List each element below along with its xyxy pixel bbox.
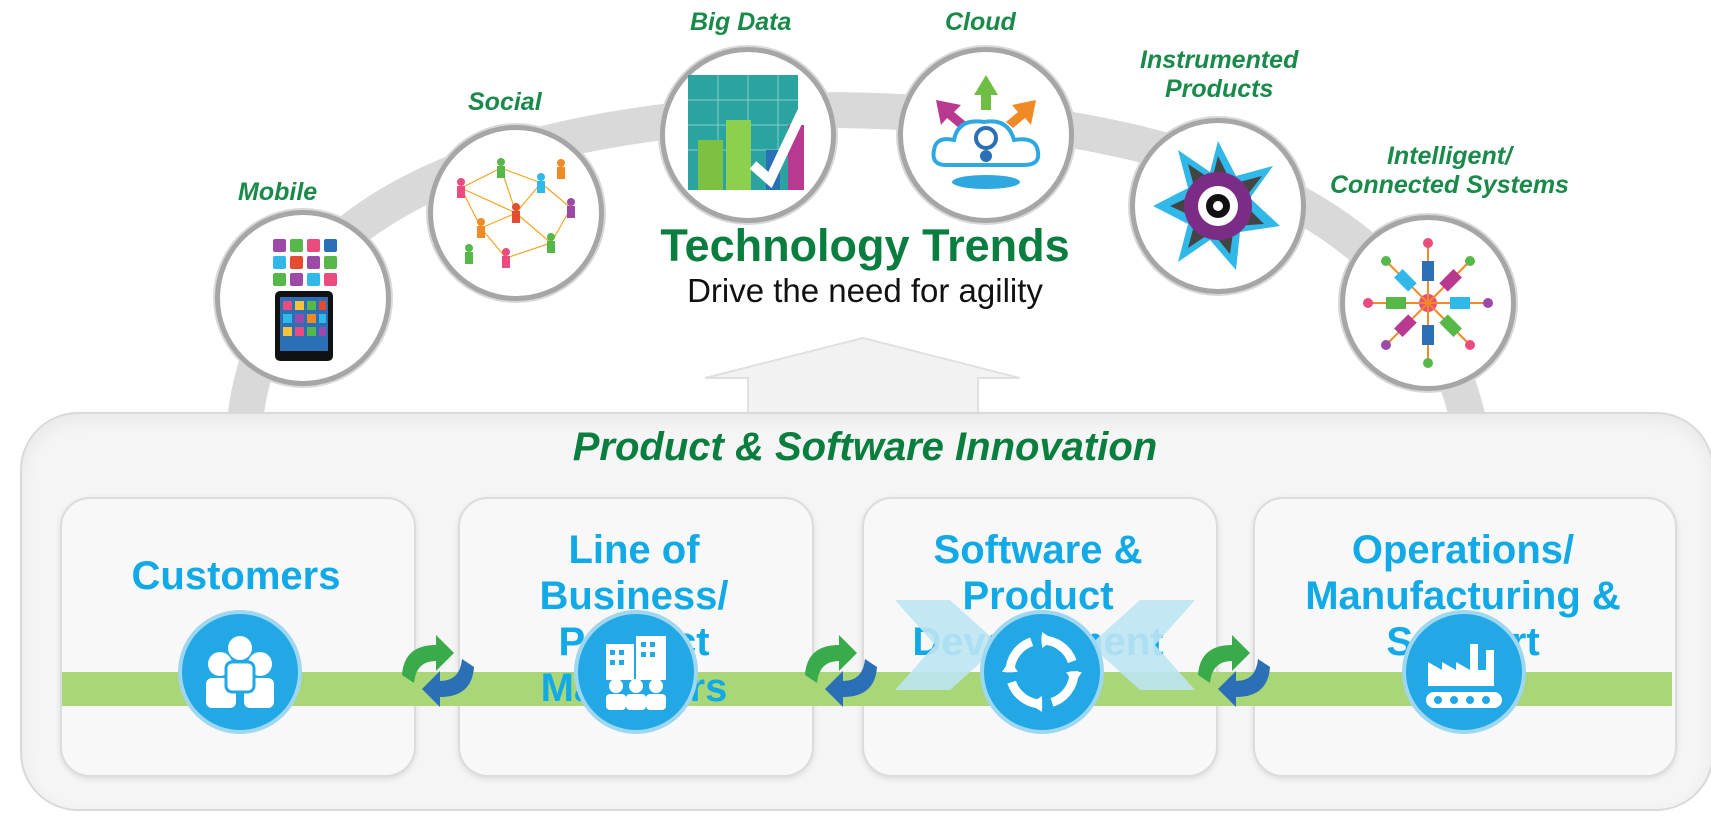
trend-label-instrumented-line1: Instrumented xyxy=(1140,46,1299,74)
trend-label-intelligent: Intelligent/ Connected Systems xyxy=(1330,142,1569,200)
phone-apps-icon xyxy=(273,239,337,361)
social-network-icon xyxy=(457,158,575,268)
stage-label-business-line1: Line of xyxy=(568,528,700,572)
sync-arrows-icon xyxy=(805,635,877,707)
trend-circle-social xyxy=(428,125,604,301)
technology-trends-title: Technology Trends xyxy=(660,220,1070,271)
stage-label-customers: Customers xyxy=(60,553,412,599)
instrumented-gear-icon xyxy=(1153,141,1280,270)
trend-label-intelligent-line2: Connected Systems xyxy=(1330,171,1569,199)
sync-arrows-icon xyxy=(1198,635,1270,707)
trend-label-mobile: Mobile xyxy=(238,178,318,206)
trend-circle-cloud xyxy=(898,47,1074,223)
trend-circle-mobile xyxy=(215,210,391,386)
stage-label-operations-line1: Operations/ xyxy=(1351,528,1575,572)
development-cycle-icon xyxy=(980,610,1104,734)
up-arrow-shape xyxy=(704,336,1021,416)
trend-label-social: Social xyxy=(468,88,542,116)
trend-label-big-data: Big Data xyxy=(690,8,792,36)
innovation-panel-title: Product & Software Innovation xyxy=(572,425,1158,469)
trend-label-intelligent-line1: Intelligent/ xyxy=(1386,142,1512,170)
cloud-icon xyxy=(931,75,1041,189)
big-data-chart-icon xyxy=(688,75,808,190)
trend-label-instrumented: Instrumented Products xyxy=(1140,46,1298,104)
trend-circle-intelligent xyxy=(1340,215,1516,391)
stage-label-development-line1: Software & xyxy=(933,528,1143,572)
stage-label-customers-line1: Customers xyxy=(131,554,341,598)
trend-circle-big-data xyxy=(660,47,836,223)
trend-circle-instrumented xyxy=(1130,118,1306,294)
development-chevrons xyxy=(895,600,1195,690)
sync-arrows-icon xyxy=(402,635,474,707)
factory-icon xyxy=(1402,610,1526,734)
customers-icon xyxy=(178,610,302,734)
trend-label-instrumented-line2: Products xyxy=(1165,75,1274,103)
trend-label-cloud: Cloud xyxy=(945,8,1016,36)
business-building-icon xyxy=(574,610,698,734)
technology-trends-subtitle: Drive the need for agility xyxy=(687,272,1043,309)
connected-devices-icon xyxy=(1363,238,1493,368)
